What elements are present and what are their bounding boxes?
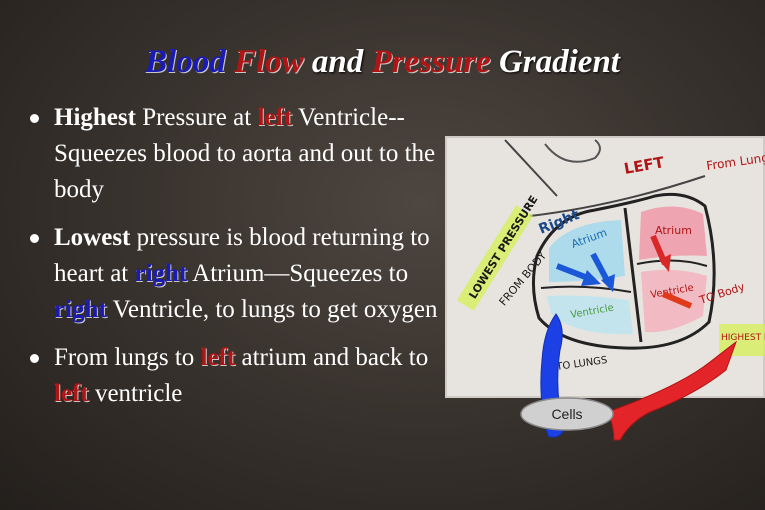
ventricle-divider — [540, 285, 632, 293]
septum-line — [623, 207, 643, 343]
bullet-dot — [30, 114, 39, 123]
bullet-3-text-b: atrium and back to — [235, 344, 429, 371]
title-word-pressure: Pressure — [371, 44, 491, 80]
red-arrow-2 — [661, 291, 693, 309]
circulation-overlay: Cells — [520, 313, 738, 441]
face-sketch — [544, 139, 601, 163]
artery-to-body — [607, 340, 738, 441]
bullet-3-highlight-left-2: left — [54, 380, 89, 407]
bullet-dot — [30, 354, 39, 363]
bullet-2-highlight-right-1: right — [134, 260, 188, 287]
bullet-2-text-a: pressure is blood returning to heart at — [54, 224, 430, 287]
bullet-lowest-pressure: Lowest pressure is blood returning to he… — [30, 220, 440, 328]
blue-arrow-1-head — [581, 270, 601, 286]
neck-line — [504, 139, 558, 197]
bullet-dot — [30, 234, 39, 243]
bullet-1-text-b: Ventricle--Squeezes blood to aorta and o… — [54, 104, 436, 203]
blue-arrow-2-head — [601, 274, 615, 292]
vessel-line — [529, 175, 706, 217]
bullet-from-lungs: From lungs to left atrium and back to le… — [30, 340, 440, 412]
lowest-pressure-highlight — [456, 205, 534, 311]
label-highest-pressure: HIGHEST PRES — [721, 333, 765, 343]
right-atrium-fill — [549, 220, 625, 282]
whiteboard-heart-photo: LEFT From Lungs Right Atrium Atrium Vent… — [445, 136, 765, 398]
title-word-blood: Blood — [145, 44, 226, 80]
title-word-gradient: Gradient — [498, 44, 620, 80]
bullet-2-emphasis: Lowest — [54, 224, 131, 251]
bullet-1-text-a: Pressure at — [135, 104, 258, 131]
bullet-3-text-a: From lungs to — [54, 344, 201, 371]
title-word-and: and — [311, 44, 364, 80]
bullet-3-highlight-left-1: left — [200, 344, 236, 371]
bullet-2-text-b: Atrium—Squeezes to — [187, 260, 409, 287]
cells-label: Cells — [551, 406, 582, 422]
red-arrow-1-head — [659, 254, 671, 272]
bullet-highest-pressure: Highest Pressure at left Ventricle--Sque… — [30, 100, 440, 208]
bullet-list: Highest Pressure at left Ventricle--Sque… — [30, 100, 440, 424]
bullet-1-highlight-left: left — [257, 104, 293, 131]
bullet-2-text-c: Ventricle, to lungs to get oxygen — [106, 296, 438, 323]
cells-oval — [520, 397, 614, 431]
right-ventricle-fill — [547, 295, 633, 335]
bullet-3-text-c: ventricle — [88, 380, 183, 407]
bullet-1-emphasis: Highest — [54, 104, 136, 131]
label-atrium-left: Atrium — [655, 224, 692, 237]
title-word-flow: Flow — [233, 44, 304, 80]
ventricle-divider-left — [636, 259, 708, 267]
bullet-2-highlight-right-2: right — [54, 296, 107, 323]
slide-title: Blood Flow and Pressure Gradient — [0, 44, 765, 81]
